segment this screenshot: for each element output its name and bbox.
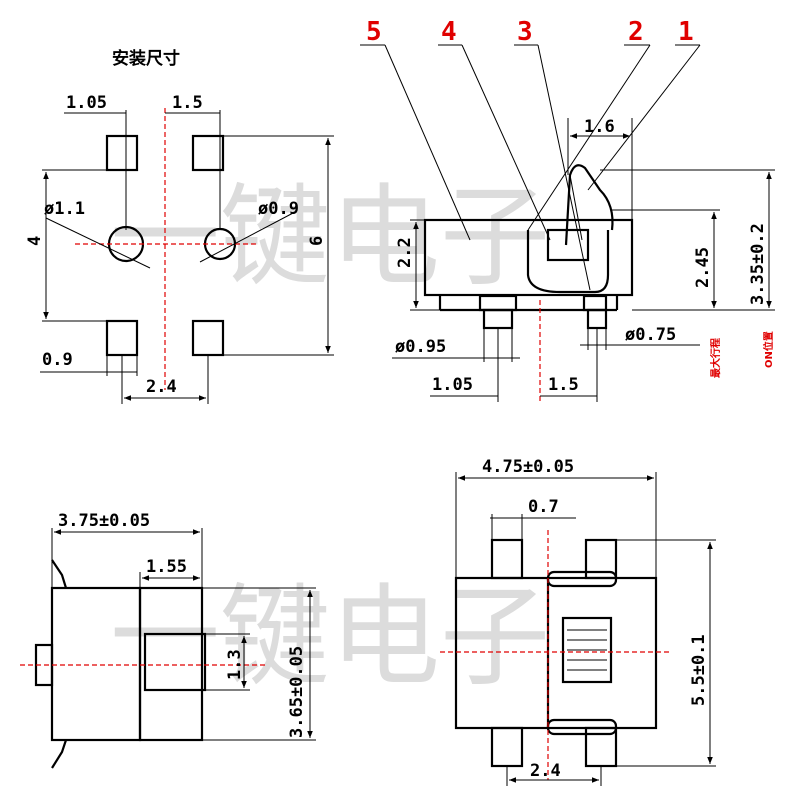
- dim-side-height: 3.65±0.05: [287, 646, 307, 738]
- mounting-view: 安装尺寸 ø1.1 ø0.9 1.05 1.5 4 6: [25, 48, 334, 404]
- dim-side-width: 3.75±0.05: [58, 511, 150, 531]
- pad-bottom-left: [105, 319, 139, 357]
- leader-3: [537, 44, 591, 291]
- dim-peg-left: ø0.95: [395, 337, 446, 357]
- peg-left: [482, 308, 514, 330]
- dim-top-width: 4.75±0.05: [482, 457, 574, 477]
- dim-height-total: 6: [307, 236, 327, 246]
- dim-pitch-left: 1.05: [66, 93, 107, 113]
- watermark-top: 一键电子: [110, 173, 550, 301]
- dim-pitch-right-front: 1.5: [548, 375, 579, 395]
- note-max-travel: 最大行程: [709, 338, 722, 378]
- leader-hole-right: [199, 211, 296, 263]
- callout-3: 3: [517, 17, 533, 47]
- actuator-lever: [564, 164, 614, 246]
- dim-height: 4: [25, 236, 45, 246]
- dim-pad-span: 2.4: [146, 377, 177, 397]
- peg-right-collar: [582, 294, 608, 312]
- dim-pitch-left-front: 1.05: [432, 375, 473, 395]
- dim-lead-span: 2.4: [530, 761, 561, 781]
- top-lead-tr: [584, 538, 618, 580]
- side-view: 3.75±0.05 1.55 1.3 3.65±0.05: [20, 511, 316, 769]
- callout-5: 5: [366, 17, 382, 47]
- dim-peg-right: ø0.75: [625, 325, 676, 345]
- dim-h-body: 2.2: [395, 237, 415, 268]
- leader-5: [384, 44, 471, 241]
- dim-top: 1.6: [584, 117, 615, 137]
- top-lead-tl: [490, 538, 524, 580]
- side-slider-block: [138, 586, 204, 742]
- mounting-title: 安装尺寸: [112, 48, 180, 69]
- dim-hole-right: ø0.9: [258, 199, 299, 219]
- leader-4: [461, 44, 551, 241]
- dim-knob: 1.3: [225, 649, 245, 680]
- dim-h-total: 3.35±0.2: [748, 223, 768, 305]
- callout-2: 2: [628, 17, 644, 47]
- side-lead-top: [51, 559, 68, 589]
- pad-top-right: [191, 134, 225, 172]
- top-view: 4.75±0.05 0.7 5.5±0.1 2.4: [440, 457, 716, 786]
- dim-pitch-right: 1.5: [172, 93, 203, 113]
- pad-bottom-right: [191, 319, 225, 357]
- peg-right: [586, 308, 608, 330]
- pad-top-left: [105, 134, 139, 172]
- actuator-window: [546, 228, 590, 262]
- side-slider-knob: [143, 632, 207, 692]
- top-lead-bl: [490, 726, 524, 768]
- note-on-position: ON位置: [762, 331, 775, 368]
- callout-1: 1: [678, 17, 694, 47]
- watermark-group: 一键电子 一键电子: [110, 173, 550, 701]
- dim-lead: 0.7: [528, 497, 559, 517]
- dim-pad-width: 0.9: [42, 350, 73, 370]
- dim-hole-left: ø1.1: [44, 199, 85, 219]
- side-lead-bottom: [51, 739, 68, 769]
- callout-4: 4: [441, 17, 457, 47]
- top-body: [454, 576, 658, 730]
- switch-body: [423, 218, 634, 297]
- front-view: 5 4 3 2 1 1.6: [360, 17, 775, 402]
- leader-hole-left: [45, 217, 151, 269]
- dim-step: 1.55: [146, 557, 187, 577]
- actuator-housing: [526, 230, 610, 294]
- watermark-bottom: 一键电子: [110, 573, 550, 701]
- dim-h-hole: 2.45: [693, 247, 713, 288]
- dim-top-height: 5.5±0.1: [689, 634, 709, 706]
- leader-1: [587, 44, 701, 191]
- top-actuator: [561, 616, 613, 684]
- actuator-lever-inner: [569, 174, 583, 241]
